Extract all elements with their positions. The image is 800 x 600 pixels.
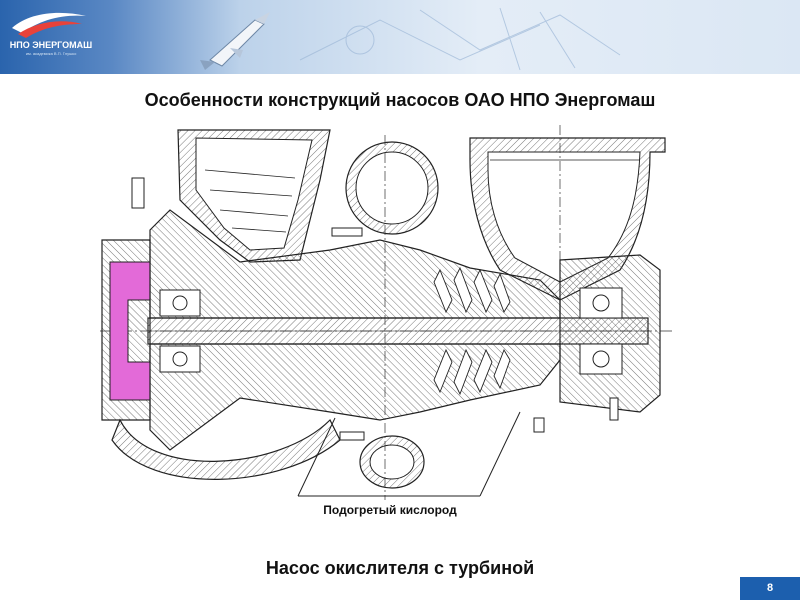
slide-title: Особенности конструкций насосов ОАО НПО … (144, 90, 656, 110)
pump-cross-section-drawing (100, 125, 675, 500)
logo-text: НПО ЭНЕРГОМАШ (9, 40, 93, 50)
rocket-icon (200, 12, 270, 70)
drawing-caption: Насос окислителя с турбиной (265, 558, 535, 578)
logo-swoosh-icon (12, 12, 86, 38)
logo-subtext: им. академика В.П. Глушко (25, 51, 77, 56)
header-background (0, 0, 800, 74)
header-banner: НПО ЭНЕРГОМАШ им. академика В.П. Глушко (0, 0, 800, 74)
callout-label-heated-oxygen: Подогретый кислород (323, 503, 457, 517)
page-number-badge: 8 (740, 577, 800, 600)
